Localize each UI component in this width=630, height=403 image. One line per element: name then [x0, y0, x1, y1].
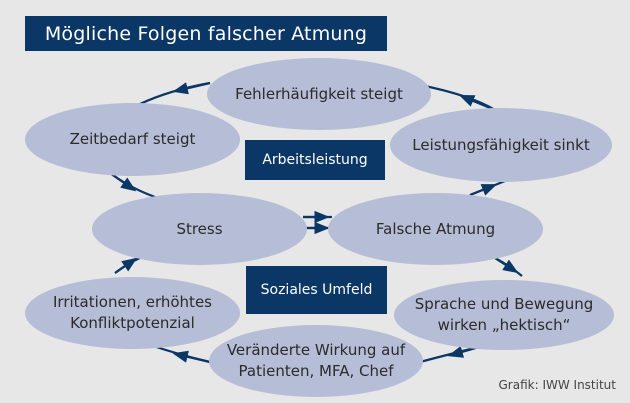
node-leistungsfaehigkeit: Leistungsfähigkeit sinkt	[390, 108, 612, 182]
category-arbeitsleistung: Arbeitsleistung	[245, 140, 385, 180]
node-label: Fehlerhäufigkeit steigt	[235, 84, 403, 103]
node-label-line2: Patienten, MFA, Chef	[238, 362, 394, 380]
node-irritationen: Irritationen, erhöhtes Konfliktpotenzial	[25, 277, 240, 349]
node-fehlerhaeufigkeit: Fehlerhäufigkeit steigt	[207, 58, 431, 130]
node-label: Leistungsfähigkeit sinkt	[412, 135, 590, 154]
node-label-line1: Irritationen, erhöhtes	[53, 293, 212, 311]
image-credit: Grafik: IWW Institut	[498, 378, 617, 392]
node-stress: Stress	[92, 193, 307, 265]
node-label-line2: Konfliktpotenzial	[70, 314, 195, 332]
diagram-title: Mögliche Folgen falscher Atmung	[25, 16, 387, 51]
node-label-line1: Sprache und Bewegung	[414, 295, 594, 313]
category-soziales-umfeld: Soziales Umfeld	[246, 266, 387, 314]
node-sprache-bewegung: Sprache und Bewegung wirken „hektisch“	[394, 280, 614, 350]
node-label: Falsche Atmung	[375, 219, 496, 238]
node-veraenderte-wirkung: Veränderte Wirkung auf Patienten, MFA, C…	[209, 325, 423, 397]
node-falsche-atmung: Falsche Atmung	[328, 193, 543, 265]
node-label-line1: Veränderte Wirkung auf	[226, 341, 406, 359]
node-label-line2: wirken „hektisch“	[437, 316, 571, 334]
node-zeitbedarf: Zeitbedarf steigt	[25, 103, 240, 176]
node-label: Zeitbedarf steigt	[69, 130, 196, 148]
node-label: Stress	[176, 219, 223, 238]
